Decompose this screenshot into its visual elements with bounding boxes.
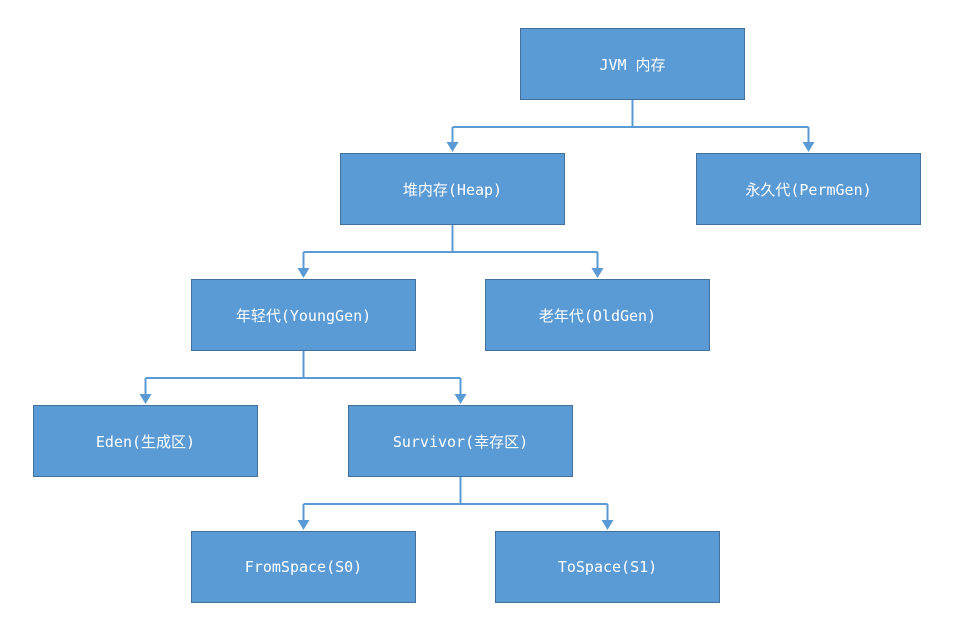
arrowhead-heap <box>446 142 459 152</box>
node-old-gen: 老年代(OldGen) <box>485 279 710 351</box>
node-perm-gen: 永久代(PermGen) <box>696 153 921 225</box>
arrowhead-from-space <box>297 520 310 530</box>
arrowhead-old-gen <box>591 268 604 278</box>
node-jvm-memory: JVM 内存 <box>520 28 745 100</box>
arrowhead-perm-gen <box>802 142 815 152</box>
node-survivor: Survivor(幸存区) <box>348 405 573 477</box>
node-heap: 堆内存(Heap) <box>340 153 565 225</box>
node-eden: Eden(生成区) <box>33 405 258 477</box>
arrowhead-young-gen <box>297 268 310 278</box>
arrowhead-survivor <box>454 394 467 404</box>
node-from-space: FromSpace(S0) <box>191 531 416 603</box>
node-young-gen: 年轻代(YoungGen) <box>191 279 416 351</box>
arrowhead-to-space <box>601 520 614 530</box>
node-to-space: ToSpace(S1) <box>495 531 720 603</box>
arrowhead-eden <box>139 394 152 404</box>
